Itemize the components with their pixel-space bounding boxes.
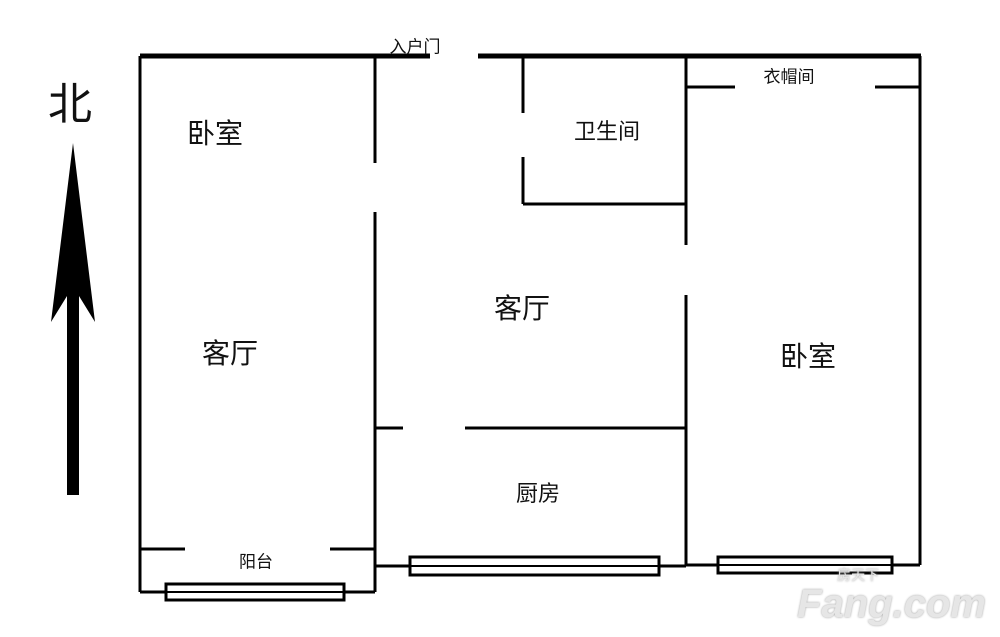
room-label-kitchen: 厨房 [515, 482, 561, 507]
room-label-cloakroom: 衣帽间 [763, 67, 815, 88]
room-label-living-left: 客厅 [201, 337, 259, 370]
room-label-bedroom-left: 卧室 [186, 117, 244, 150]
north-label: 北 [48, 79, 92, 130]
room-label-balcony: 阳台 [239, 552, 273, 573]
room-label-bathroom: 卫生间 [573, 120, 641, 145]
watermark-brand-cn: 房天下 [837, 567, 880, 583]
watermark-logo: 房天下 Fang.com [797, 567, 986, 625]
room-label-living-center: 客厅 [493, 292, 551, 325]
north-arrow-icon [51, 143, 95, 495]
room-label-bedroom-right: 卧室 [779, 340, 837, 373]
entrance-label: 入户门 [389, 37, 441, 58]
watermark-brand: Fang.com [797, 582, 986, 626]
